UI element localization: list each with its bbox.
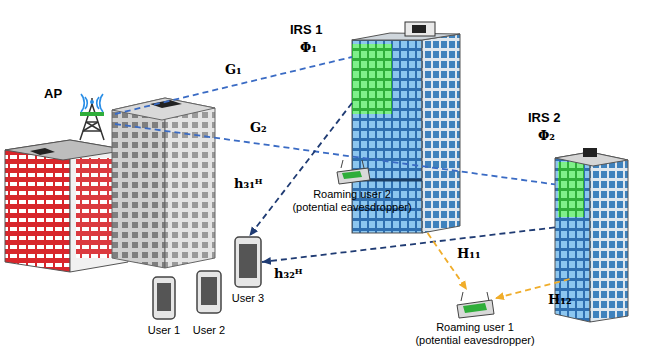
node-label: Roaming user 1	[436, 321, 514, 333]
node-label: User 1	[148, 324, 180, 336]
office-building	[112, 98, 215, 268]
router-icon	[337, 160, 494, 318]
node-label: User 3	[232, 292, 264, 304]
channel-link	[249, 103, 352, 236]
node-sublabel: (potential eavesdropper)	[292, 201, 411, 213]
channel-label: h₃₂ᴴ	[274, 266, 303, 281]
ap-tower	[80, 94, 104, 140]
channel-link	[115, 57, 352, 114]
node-sublabel: Φ₂	[538, 128, 555, 143]
user-phone: User 1	[152, 276, 176, 320]
channel-link	[428, 233, 467, 290]
channel-label: H₁₂	[548, 292, 572, 307]
roaming-user: Roaming user 2(potential eavesdropper)	[335, 158, 370, 185]
roaming-user: Roaming user 1(potential eavesdropper)	[455, 290, 495, 318]
node-label: Roaming user 2	[313, 188, 391, 200]
channel-link	[262, 227, 555, 262]
access-point: AP	[70, 100, 115, 140]
channel-label: H₁₁	[457, 246, 481, 261]
ap-building	[5, 140, 128, 272]
channel-label: G₁	[225, 62, 242, 77]
channel-link	[115, 124, 555, 184]
node-label: IRS 2	[528, 110, 561, 125]
channel-label: h₃₁ᴴ	[234, 176, 263, 191]
node-label: IRS 1	[290, 22, 323, 37]
channel-label: G₂	[250, 120, 267, 135]
node-label: User 2	[193, 324, 225, 336]
user-phone: User 2	[196, 270, 222, 314]
node-label: AP	[44, 86, 62, 101]
phone-icon	[153, 237, 261, 319]
user-phone: User 3	[234, 236, 262, 288]
node-sublabel: Φ₁	[300, 40, 317, 55]
node-sublabel: (potential eavesdropper)	[415, 334, 534, 346]
